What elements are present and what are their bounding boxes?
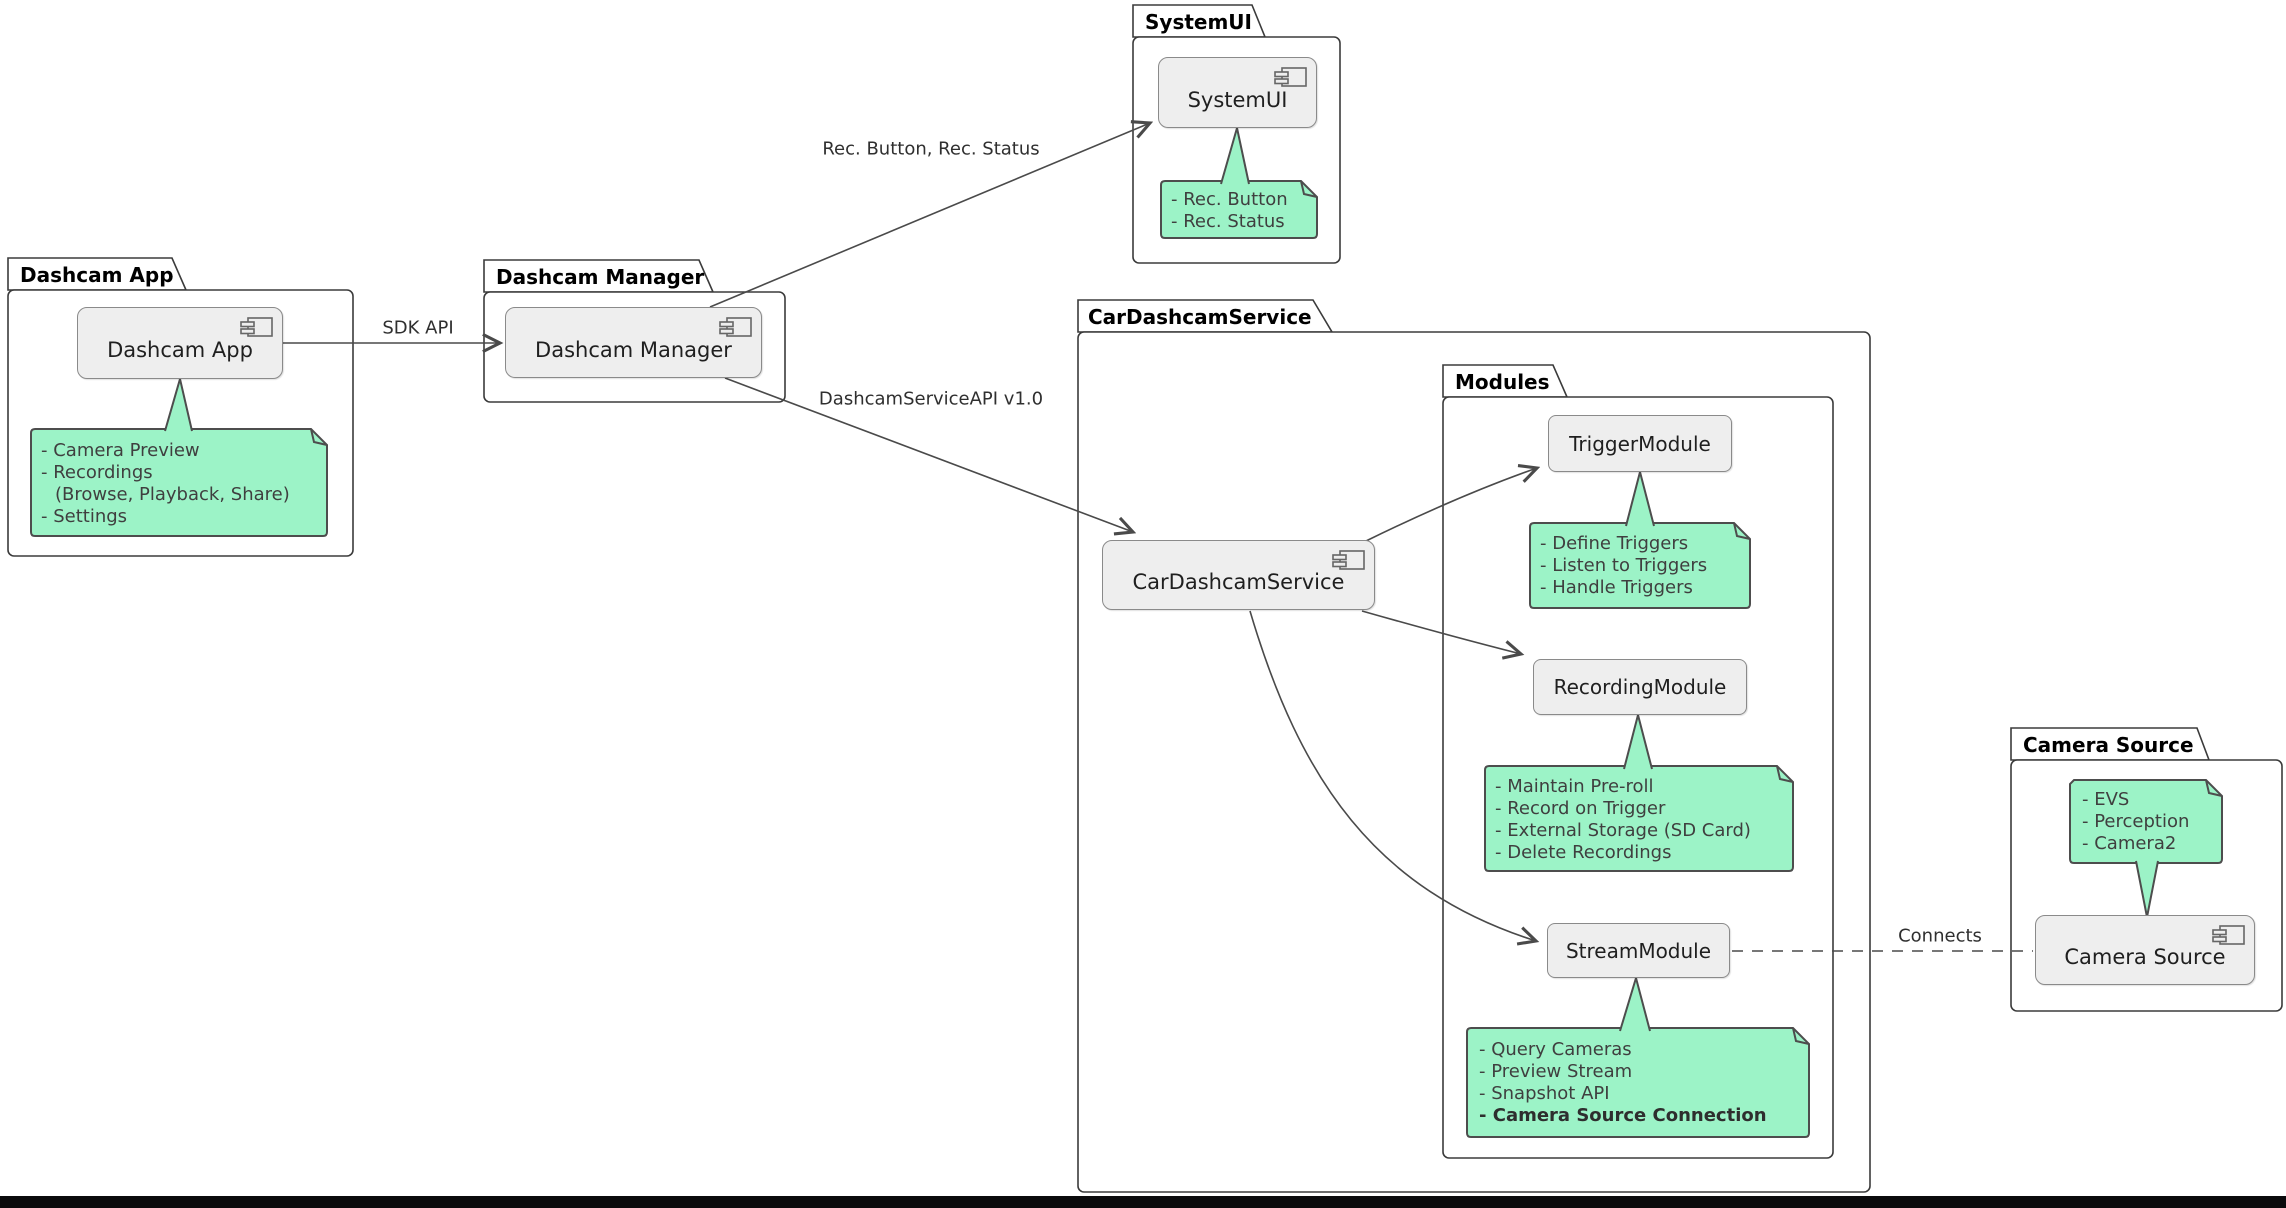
package-title-dashcam-manager: Dashcam Manager [496, 265, 705, 289]
component-stream-module: StreamModule [1547, 923, 1730, 978]
note-line: - External Storage (SD Card) [1495, 820, 1751, 841]
component-label: Camera Source [2064, 945, 2226, 969]
note-line: - Rec. Button [1171, 189, 1288, 210]
component-recording-module: RecordingModule [1533, 659, 1747, 715]
note-line: - Preview Stream [1479, 1061, 1633, 1082]
note-line: - Maintain Pre-roll [1495, 776, 1654, 797]
note-fold-camera-source [2205, 779, 2223, 797]
note-systemui: - Rec. Button - Rec. Status [1161, 181, 1317, 238]
note-line: - Define Triggers [1540, 533, 1689, 554]
note-line: - Camera2 [2082, 833, 2177, 854]
note-tail-recording-module-stroke [1623, 711, 1653, 770]
component-trigger-module: TriggerModule [1548, 415, 1732, 472]
edge-label-rec-button-status: Rec. Button, Rec. Status [822, 138, 1040, 160]
note-line: - Record on Trigger [1495, 798, 1666, 819]
package-title-car-dashcam-service: CarDashcamService [1088, 305, 1312, 329]
component-label: CarDashcamService [1132, 570, 1345, 594]
component-systemui: SystemUI [1158, 57, 1317, 128]
note-shape-recording-module [1484, 765, 1794, 872]
edge-label-dashcam-service-api: DashcamServiceAPI v1.0 [818, 388, 1044, 410]
component-dashcam-app: Dashcam App [77, 307, 283, 379]
note-tail-trigger-module-stroke [1625, 468, 1655, 527]
note-line: (Browse, Playback, Share) [55, 484, 290, 505]
note-shape-dashcam-app [30, 428, 328, 537]
edge-to-stream-module [1249, 610, 1536, 941]
note-fold-trigger-module [1733, 522, 1751, 540]
edge-label-connects: Connects [1898, 925, 1982, 947]
package-title-systemui: SystemUI [1145, 10, 1252, 34]
edge-to-recording-module [1361, 610, 1521, 654]
component-icon [2212, 925, 2245, 945]
note-tail-systemui [1221, 128, 1249, 184]
note-line: - Rec. Status [1171, 211, 1285, 232]
note-recording-module: - Maintain Pre-roll - Record on Trigger … [1485, 766, 1793, 871]
note-line: - Delete Recordings [1495, 842, 1672, 863]
component-label: RecordingModule [1553, 675, 1727, 699]
note-tail-dashcam-app [165, 379, 192, 431]
edge-dashcam-service-api [724, 377, 1133, 532]
note-tail-recording-module [1624, 715, 1652, 769]
note-fold-stream-module [1792, 1027, 1810, 1045]
component-icon [1332, 550, 1365, 570]
note-tail-camera-source [2136, 861, 2158, 917]
note-camera-source: - EVS - Perception - Camera2 [2070, 780, 2222, 863]
component-car-dashcam-service: CarDashcamService [1102, 540, 1375, 610]
note-line: - Handle Triggers [1540, 577, 1693, 598]
note-stream-module: - Query Cameras - Preview Stream - Snaps… [1467, 1028, 1809, 1137]
note-line: - Perception [2082, 811, 2190, 832]
bottom-window-edge-bar [0, 1196, 2286, 1208]
component-label: StreamModule [1565, 938, 1712, 963]
note-line: - Camera Source Connection [1479, 1105, 1767, 1126]
note-fold-dashcam-app [310, 428, 328, 446]
note-shape-systemui [1160, 180, 1318, 239]
note-dashcam-app: - Camera Preview - Recordings (Browse, P… [31, 429, 327, 536]
component-label: Dashcam Manager [535, 337, 732, 362]
note-trigger-module: - Define Triggers - Listen to Triggers -… [1530, 523, 1750, 608]
note-line: - Settings [41, 506, 128, 527]
component-camera-source: Camera Source [2035, 915, 2255, 985]
note-shape-stream-module [1466, 1027, 1810, 1138]
component-label: SystemUI [1187, 87, 1288, 112]
note-shape-camera-source [2069, 779, 2223, 864]
note-shape-trigger-module [1529, 522, 1751, 609]
note-line: - Query Cameras [1479, 1039, 1632, 1060]
package-title-dashcam-app: Dashcam App [20, 263, 174, 287]
note-fold-recording-module [1776, 765, 1794, 783]
component-icon [240, 317, 273, 337]
component-dashcam-manager: Dashcam Manager [505, 307, 762, 378]
component-label: Dashcam App [107, 338, 253, 362]
note-line: - Recordings [41, 462, 153, 483]
edge-to-trigger-module [1365, 468, 1537, 542]
note-line: - EVS [2082, 789, 2130, 810]
edge-rec-button-status [709, 123, 1150, 308]
note-tail-stream-module [1620, 978, 1650, 1031]
edge-label-sdk-api: SDK API [382, 317, 454, 339]
note-line: - Listen to Triggers [1540, 555, 1708, 576]
component-label: TriggerModule [1569, 431, 1711, 456]
note-tail-systemui-stroke [1220, 127, 1250, 185]
note-fold-systemui [1300, 180, 1318, 198]
note-tail-dashcam-app-stroke [164, 375, 193, 432]
note-line: - Camera Preview [41, 440, 200, 461]
note-tail-stream-module-stroke [1619, 974, 1651, 1032]
component-icon [719, 317, 752, 337]
package-title-modules: Modules [1455, 370, 1550, 394]
component-icon [1274, 67, 1307, 87]
package-title-camera-source: Camera Source [2023, 733, 2194, 757]
note-line: - Snapshot API [1479, 1083, 1610, 1104]
note-tail-trigger-module [1626, 472, 1654, 526]
